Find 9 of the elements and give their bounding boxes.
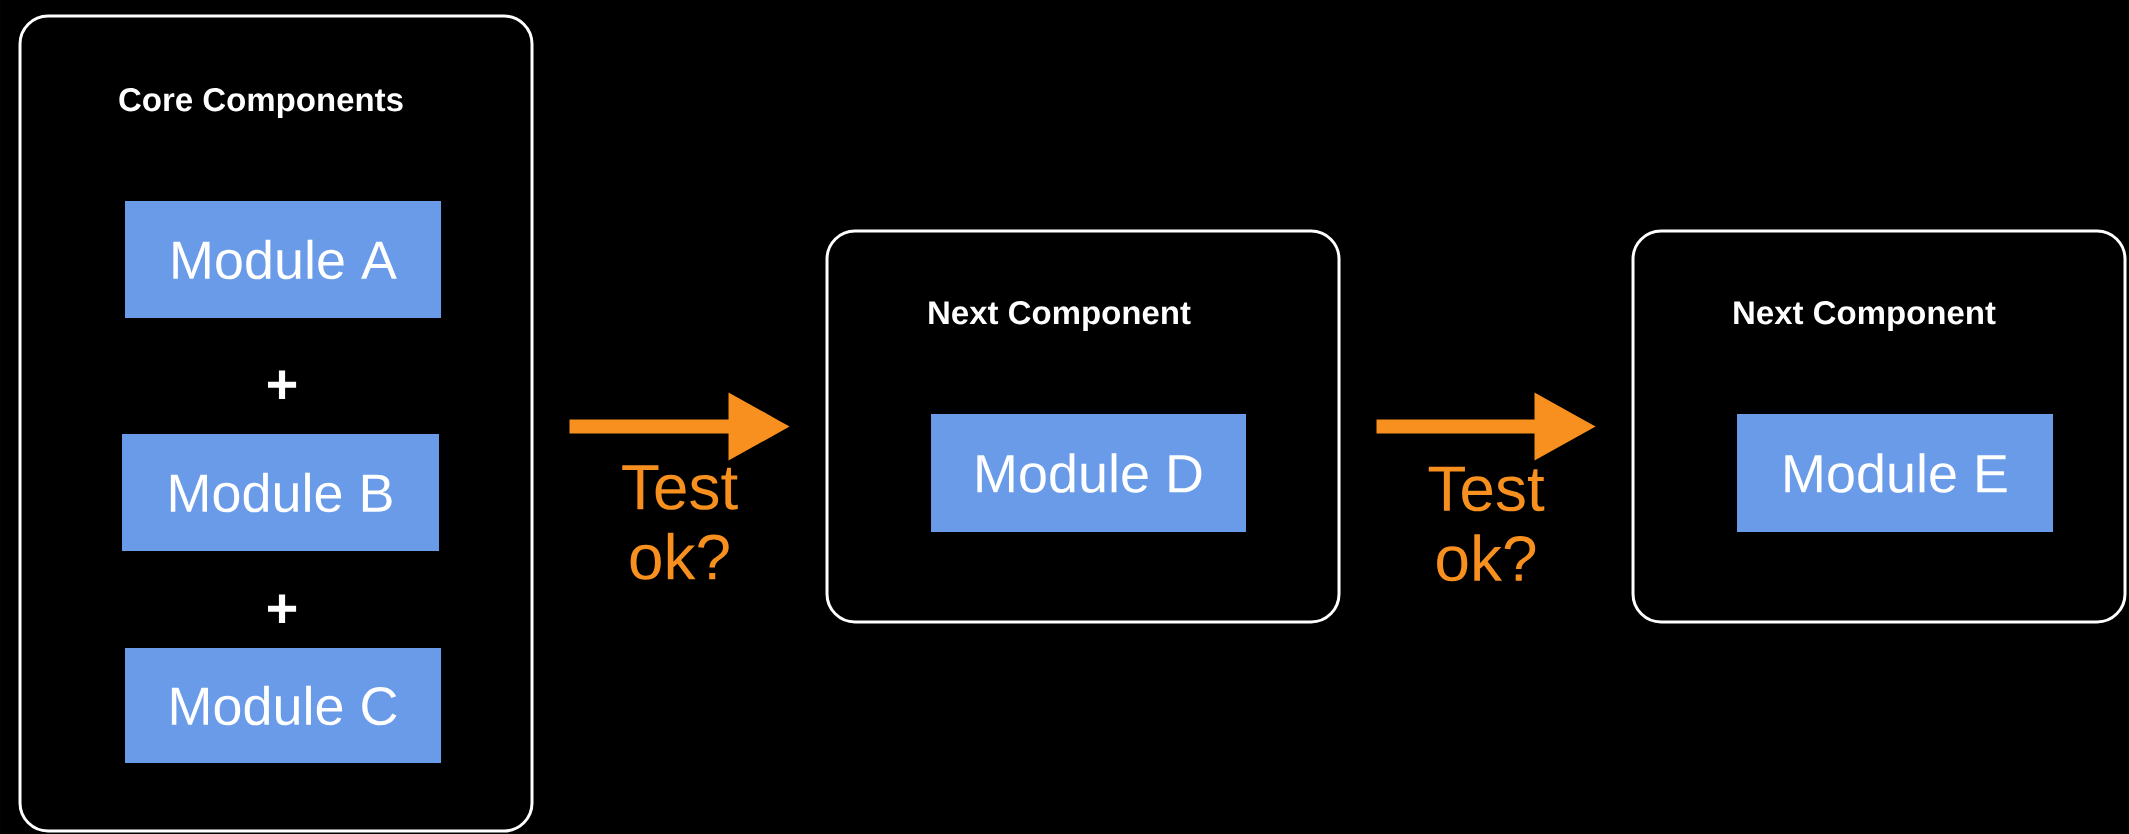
module-box: Module C [125, 648, 441, 763]
plus-sign: + [268, 594, 297, 623]
edge-label: Test ok? [622, 465, 738, 580]
plus-sign: + [268, 370, 297, 399]
module-box: Module A [125, 201, 441, 318]
module-box: Module B [122, 434, 439, 551]
edge-label: Test ok? [1428, 466, 1545, 582]
module-box: Module D [931, 414, 1246, 532]
module-box: Module E [1737, 414, 2053, 532]
